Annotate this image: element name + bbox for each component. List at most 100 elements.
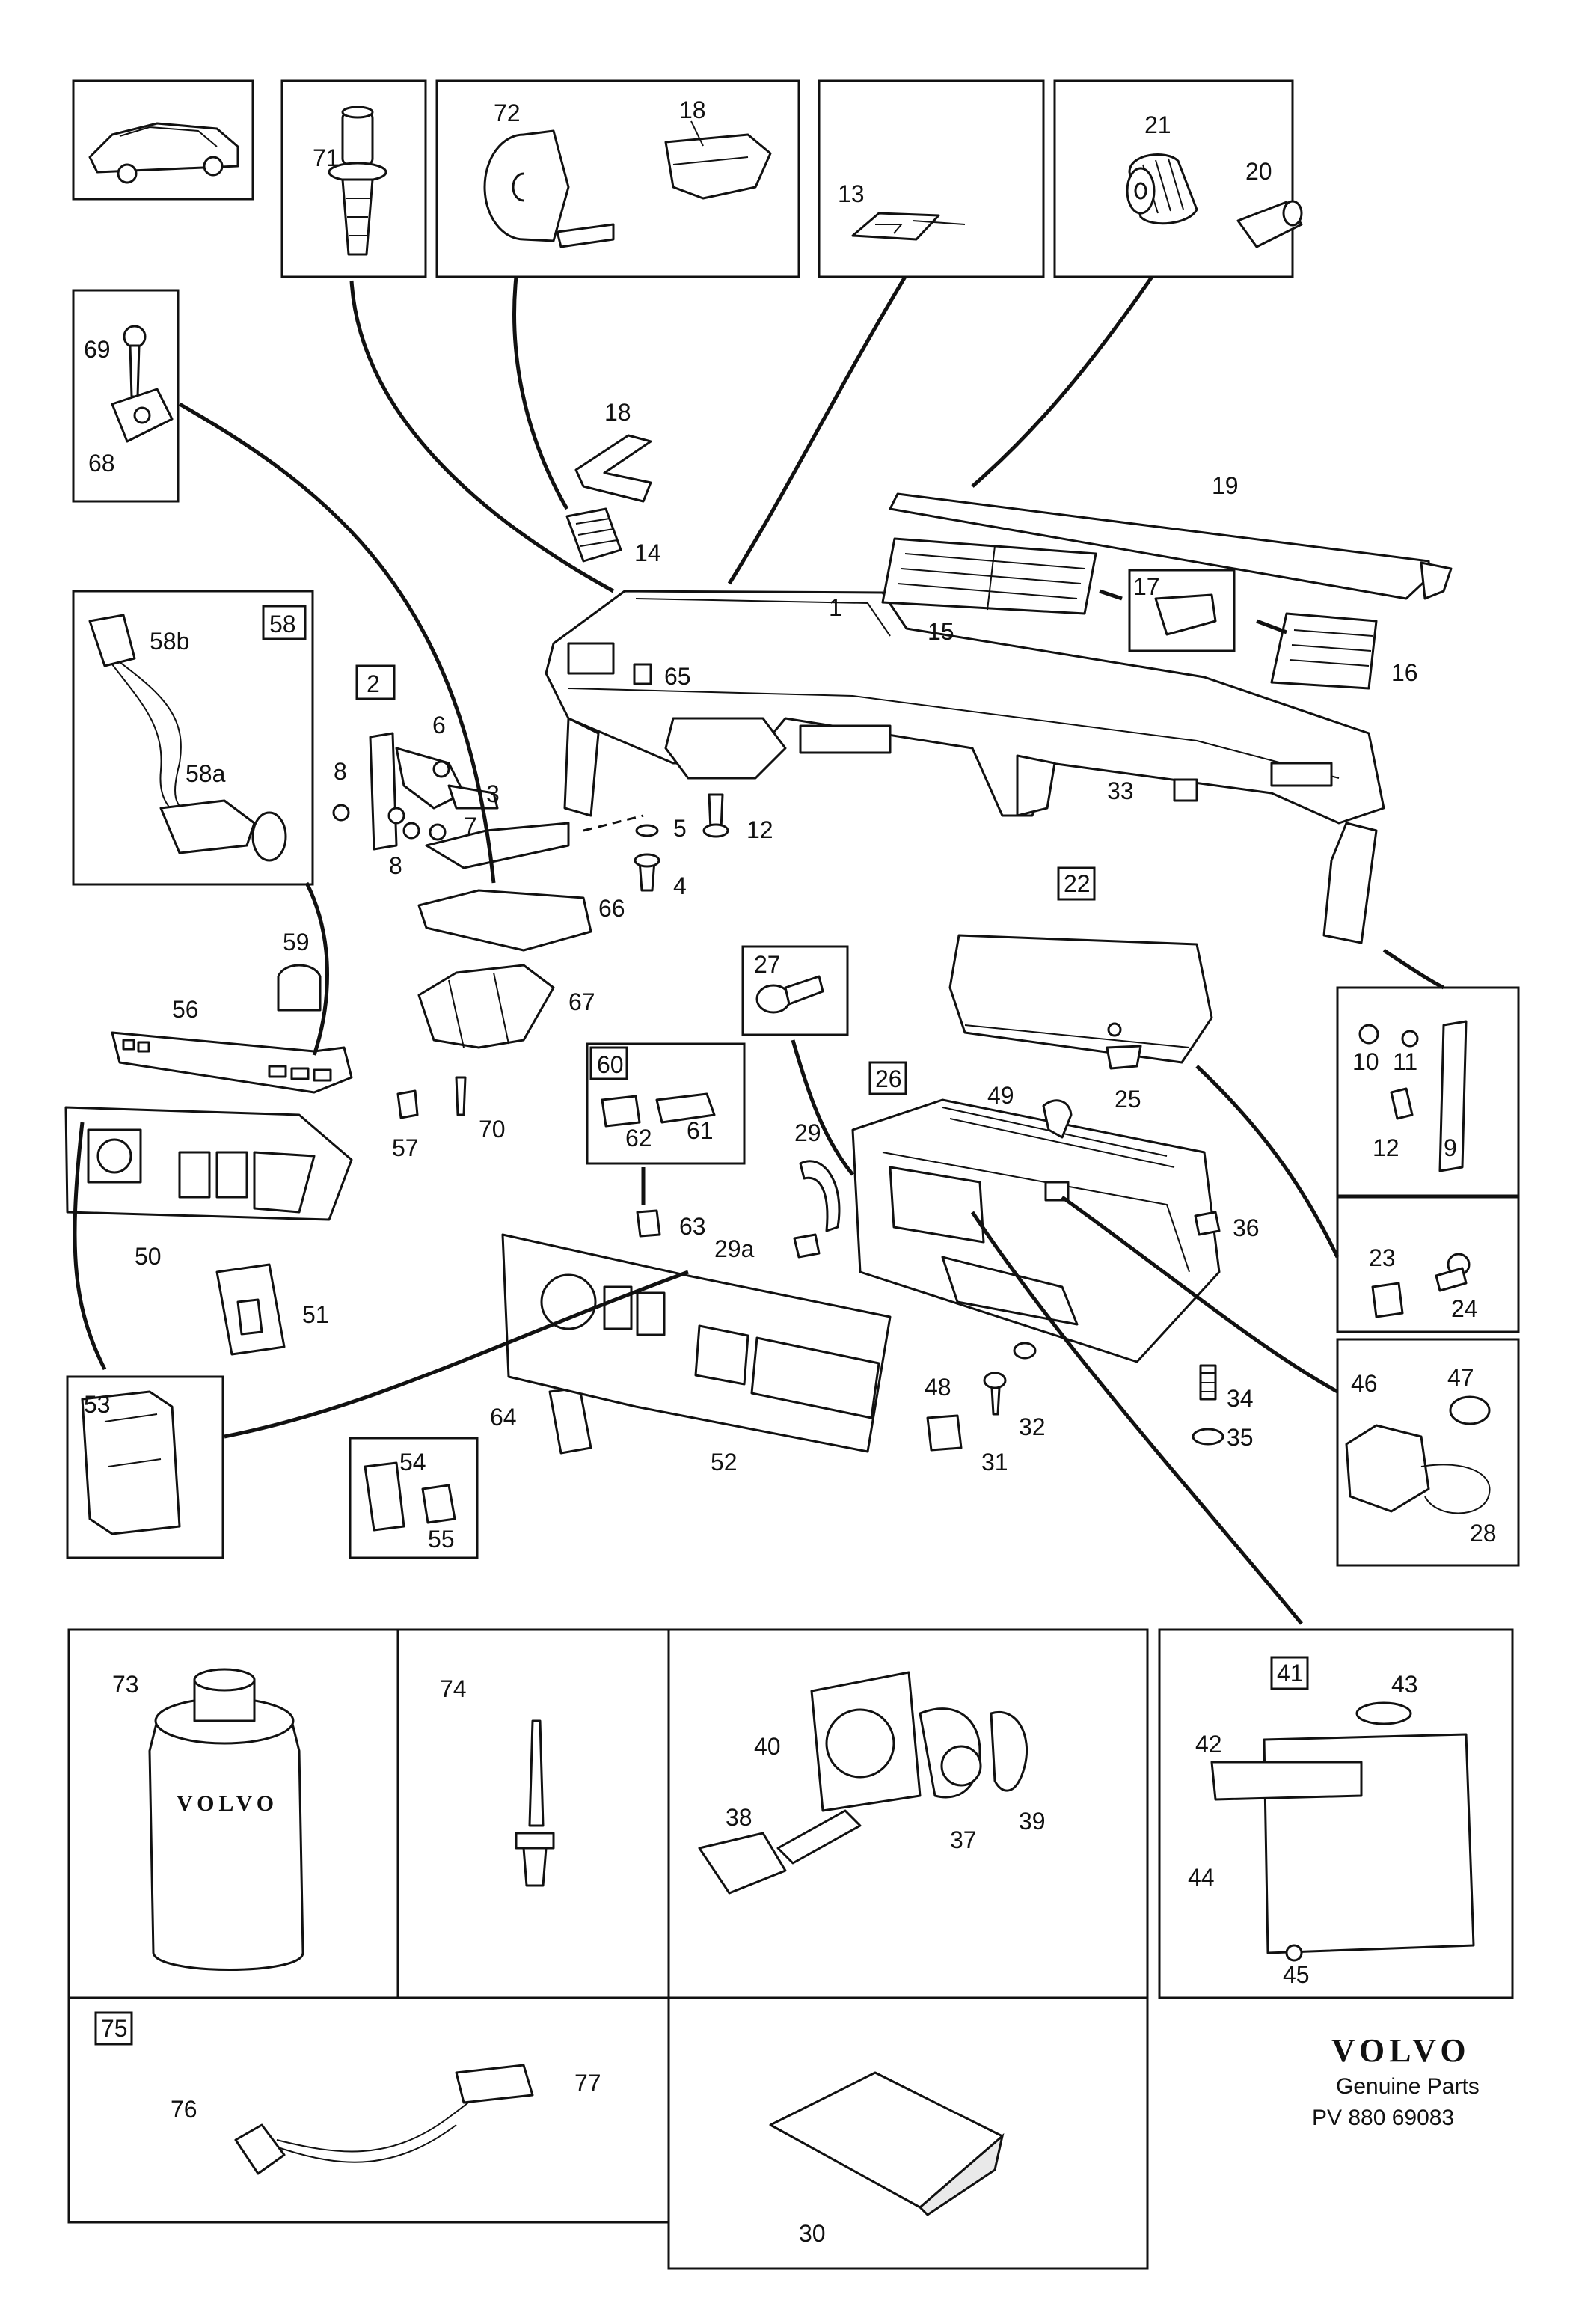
callout-75: 75: [101, 2015, 128, 2042]
callout-5: 5: [673, 815, 687, 842]
fasteners-4-5-12: 5 4 12: [583, 793, 773, 899]
callout-47: 47: [1447, 1364, 1474, 1391]
callout-33: 33: [1107, 777, 1134, 804]
callout-30: 30: [799, 2220, 826, 2247]
car-thumbnail-panel: [72, 79, 254, 201]
callout-28: 28: [1470, 1520, 1497, 1547]
callout-45: 45: [1283, 1961, 1310, 1988]
bulb-60-panel: 60 62 61: [586, 1042, 746, 1165]
callout-61: 61: [687, 1117, 714, 1144]
callout-39: 39: [1019, 1808, 1046, 1835]
glovebox-26: 26 49: [851, 1061, 1221, 1363]
callout-34: 34: [1227, 1385, 1254, 1412]
clamp-59: 59: [277, 929, 322, 1012]
lid-22: 22 25: [948, 866, 1213, 1113]
callout-71: 71: [313, 144, 340, 171]
callout-8-left: 8: [334, 758, 347, 785]
callout-50: 50: [135, 1243, 162, 1270]
callout-76: 76: [171, 2096, 197, 2123]
callout-58b: 58b: [150, 628, 189, 655]
tape-panel: 72 18: [435, 79, 800, 278]
clip-64: 64: [490, 1386, 592, 1455]
can-label: VOLVO: [177, 1791, 278, 1816]
vent-16: 16: [1270, 612, 1418, 690]
callout-58: 58: [269, 611, 296, 637]
socket-63: 63: [636, 1209, 706, 1240]
brand-block: VOLVO Genuine Parts PV 880 69083: [1312, 2032, 1480, 2130]
callout-8-right: 8: [389, 852, 402, 879]
switch-panel-50: 50: [64, 1106, 353, 1270]
callout-57: 57: [392, 1134, 419, 1161]
latch-9-panel: 10 11 12 9: [1336, 986, 1520, 1197]
callout-2: 2: [367, 670, 380, 697]
callout-51: 51: [302, 1301, 329, 1328]
bracket-53-panel: 53: [66, 1375, 224, 1559]
callout-31: 31: [981, 1449, 1008, 1476]
callout-27: 27: [754, 951, 781, 978]
fastener-panel: 69 68: [72, 289, 180, 503]
callout-72: 72: [494, 100, 521, 126]
vent-15: 15: [881, 537, 1097, 645]
callout-66: 66: [598, 895, 625, 922]
callout-59: 59: [283, 929, 310, 955]
callout-65: 65: [664, 663, 691, 690]
part-code: PV 880 69083: [1312, 2106, 1454, 2130]
lamp-28-panel: 46 47 28: [1336, 1338, 1520, 1567]
plate-51: 51: [215, 1263, 329, 1356]
callout-17: 17: [1133, 573, 1160, 600]
callout-4: 4: [673, 872, 687, 899]
trim-18-small: 18: [574, 399, 652, 503]
callout-12-left: 12: [746, 816, 773, 843]
callout-11: 11: [1393, 1048, 1417, 1075]
callout-38: 38: [726, 1804, 752, 1831]
callout-52: 52: [711, 1449, 738, 1476]
callout-18-top: 18: [679, 97, 706, 123]
callout-36: 36: [1233, 1214, 1260, 1241]
callout-13: 13: [838, 180, 865, 207]
callout-7: 7: [464, 813, 477, 840]
callout-19: 19: [1212, 472, 1239, 499]
callout-37: 37: [950, 1826, 977, 1853]
shroud-67: 67 70: [417, 964, 595, 1143]
pad-30: 30: [769, 2071, 1005, 2247]
bottom-grid: [67, 1628, 1514, 2270]
ashtray-41-panel: 41 43 42 44 45: [1188, 1656, 1475, 1988]
clips-54-55-panel: 54 55: [349, 1437, 479, 1559]
callout-16: 16: [1391, 659, 1418, 686]
callout-63: 63: [679, 1213, 706, 1240]
dashboard-panel-1: 1 65: [545, 590, 1385, 944]
spring-34-35: 34 35: [1192, 1364, 1254, 1451]
callout-49: 49: [987, 1082, 1014, 1109]
bumper-23-24-panel: 23 24: [1336, 1196, 1520, 1333]
callout-6: 6: [432, 712, 446, 739]
callout-40: 40: [754, 1733, 781, 1760]
callout-9: 9: [1444, 1134, 1457, 1161]
callout-62: 62: [625, 1125, 652, 1152]
bracket-2-assembly: 2 6 3 7 8 8: [332, 664, 570, 879]
callout-74: 74: [440, 1675, 467, 1702]
callout-43: 43: [1391, 1671, 1418, 1698]
callout-54: 54: [399, 1449, 426, 1476]
bolt-27-panel: 27: [741, 945, 849, 1036]
callout-29a: 29a: [714, 1235, 755, 1262]
callout-42: 42: [1195, 1731, 1222, 1758]
callout-69: 69: [84, 336, 111, 363]
rivet-74: 74: [440, 1675, 555, 1887]
brand-logo: VOLVO: [1331, 2032, 1471, 2069]
push-clip-panel: 71: [280, 79, 427, 278]
lock-cylinder-panel: 40 39 37 38: [698, 1671, 1046, 1895]
callout-53: 53: [84, 1391, 111, 1418]
callout-18-small: 18: [604, 399, 631, 426]
pad-panel: 13: [818, 79, 1045, 278]
clip-33: 33: [1107, 777, 1198, 804]
screws-31-32: 32 31 48: [925, 1342, 1046, 1476]
connector-arrows: [73, 275, 1445, 1625]
callout-32: 32: [1019, 1413, 1046, 1440]
callout-29: 29: [794, 1119, 821, 1146]
callout-73: 73: [112, 1671, 139, 1698]
strip-19: 19: [889, 472, 1453, 600]
callout-68: 68: [88, 450, 115, 477]
brand-tagline: Genuine Parts: [1336, 2074, 1480, 2099]
callout-44: 44: [1188, 1864, 1215, 1891]
